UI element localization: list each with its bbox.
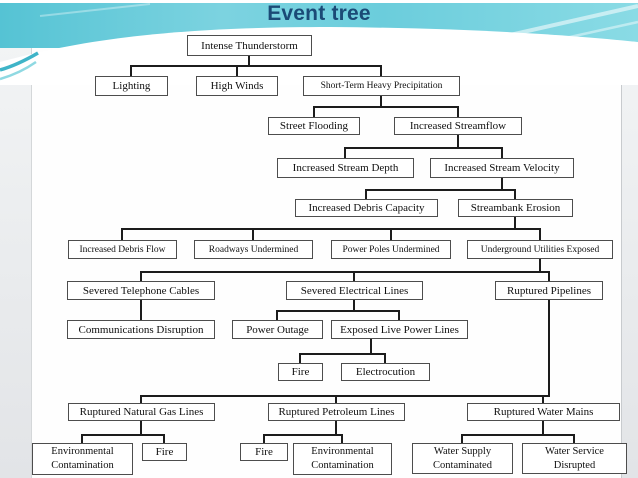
connector-line xyxy=(140,300,142,310)
connector-line xyxy=(380,66,382,76)
tree-node-severed-electrical-lines: Severed Electrical Lines xyxy=(286,281,423,300)
tree-node-ruptured-natural-gas-lines: Ruptured Natural Gas Lines xyxy=(68,403,215,421)
connector-line xyxy=(263,434,343,436)
connector-line xyxy=(341,435,343,443)
tree-node-water-service-disrupted: Water Service Disrupted xyxy=(522,443,627,474)
connector-line xyxy=(370,339,372,354)
connector-line xyxy=(313,107,315,117)
connector-line xyxy=(461,435,463,443)
connector-line xyxy=(365,190,367,199)
connector-line xyxy=(514,217,516,229)
connector-line xyxy=(514,190,516,199)
tree-node-power-poles-undermined: Power Poles Undermined xyxy=(331,240,451,259)
connector-line xyxy=(130,66,132,76)
tree-node-roadways-undermined: Roadways Undermined xyxy=(194,240,313,259)
connector-line xyxy=(461,434,575,436)
tree-node-increased-stream-velocity: Increased Stream Velocity xyxy=(430,158,574,178)
tree-node-increased-debris-flow: Increased Debris Flow xyxy=(68,240,177,259)
connector-line xyxy=(140,395,550,397)
connector-line xyxy=(457,135,459,148)
connector-line xyxy=(140,272,142,281)
tree-node-underground-utilities-exposed: Underground Utilities Exposed xyxy=(467,240,613,259)
connector-line xyxy=(299,353,386,355)
tree-node-fire-petroleum: Fire xyxy=(240,443,288,461)
connector-line xyxy=(81,435,83,443)
connector-line xyxy=(236,66,238,76)
tree-node-exposed-live-power-lines: Exposed Live Power Lines xyxy=(331,320,468,339)
tree-node-intense-thunderstorm: Intense Thunderstorm xyxy=(187,35,312,56)
connector-line xyxy=(335,396,337,403)
connector-line xyxy=(344,147,503,149)
tree-node-ruptured-pipelines: Ruptured Pipelines xyxy=(495,281,603,300)
tree-node-fire-gas: Fire xyxy=(142,443,187,461)
connector-line xyxy=(163,435,165,443)
tree-node-environmental-contamination-gas: Environmental Contamination xyxy=(32,443,133,475)
connector-line xyxy=(121,228,541,230)
connector-line xyxy=(398,311,400,320)
connector-line xyxy=(542,396,544,403)
tree-node-ruptured-water-mains: Ruptured Water Mains xyxy=(467,403,620,421)
tree-node-increased-debris-capacity: Increased Debris Capacity xyxy=(295,199,438,217)
tree-node-environmental-contamination-petroleum: Environmental Contamination xyxy=(293,443,392,475)
connector-line xyxy=(252,229,254,240)
connector-line xyxy=(353,300,355,311)
connector-line xyxy=(501,148,503,158)
connector-line xyxy=(380,96,382,107)
tree-node-street-flooding: Street Flooding xyxy=(268,117,360,135)
tree-node-electrocution: Electrocution xyxy=(341,363,430,381)
connector-line xyxy=(539,259,541,272)
connector-line xyxy=(573,435,575,443)
connector-line xyxy=(365,189,516,191)
connector-line xyxy=(313,106,459,108)
connector-line xyxy=(539,229,541,240)
connector-line xyxy=(335,421,337,435)
tree-node-high-winds: High Winds xyxy=(196,76,278,96)
connector-line xyxy=(501,178,503,190)
connector-line xyxy=(457,107,459,117)
connector-line xyxy=(390,229,392,240)
connector-line xyxy=(353,272,355,281)
connector-line xyxy=(299,354,301,363)
tree-node-fire-electrical: Fire xyxy=(278,363,323,381)
connector-line xyxy=(548,272,550,281)
tree-node-streambank-erosion: Streambank Erosion xyxy=(458,199,573,217)
tree-node-communications-disruption: Communications Disruption xyxy=(67,320,215,339)
tree-node-power-outage: Power Outage xyxy=(232,320,323,339)
connector-line xyxy=(81,434,165,436)
tree-node-severed-telephone-cables: Severed Telephone Cables xyxy=(67,281,215,300)
connector-line xyxy=(263,435,265,443)
tree-node-short-term-heavy-precipitation: Short-Term Heavy Precipitation xyxy=(303,76,460,96)
connector-line xyxy=(276,311,278,320)
connector-line xyxy=(276,310,400,312)
connector-line xyxy=(140,421,142,435)
connector-line xyxy=(542,421,544,435)
tree-node-increased-streamflow: Increased Streamflow xyxy=(394,117,522,135)
tree-node-ruptured-petroleum-lines: Ruptured Petroleum Lines xyxy=(268,403,405,421)
connector-line xyxy=(130,65,382,67)
tree-node-water-supply-contaminated: Water Supply Contaminated xyxy=(412,443,513,474)
connector-line xyxy=(140,310,142,320)
connector-line xyxy=(140,271,550,273)
connector-line xyxy=(344,148,346,158)
connector-line xyxy=(384,354,386,363)
tree-node-lighting: Lighting xyxy=(95,76,168,96)
connector-line xyxy=(548,300,550,396)
connector-line xyxy=(121,229,123,240)
tree-node-increased-stream-depth: Increased Stream Depth xyxy=(277,158,414,178)
connector-line xyxy=(140,396,142,403)
